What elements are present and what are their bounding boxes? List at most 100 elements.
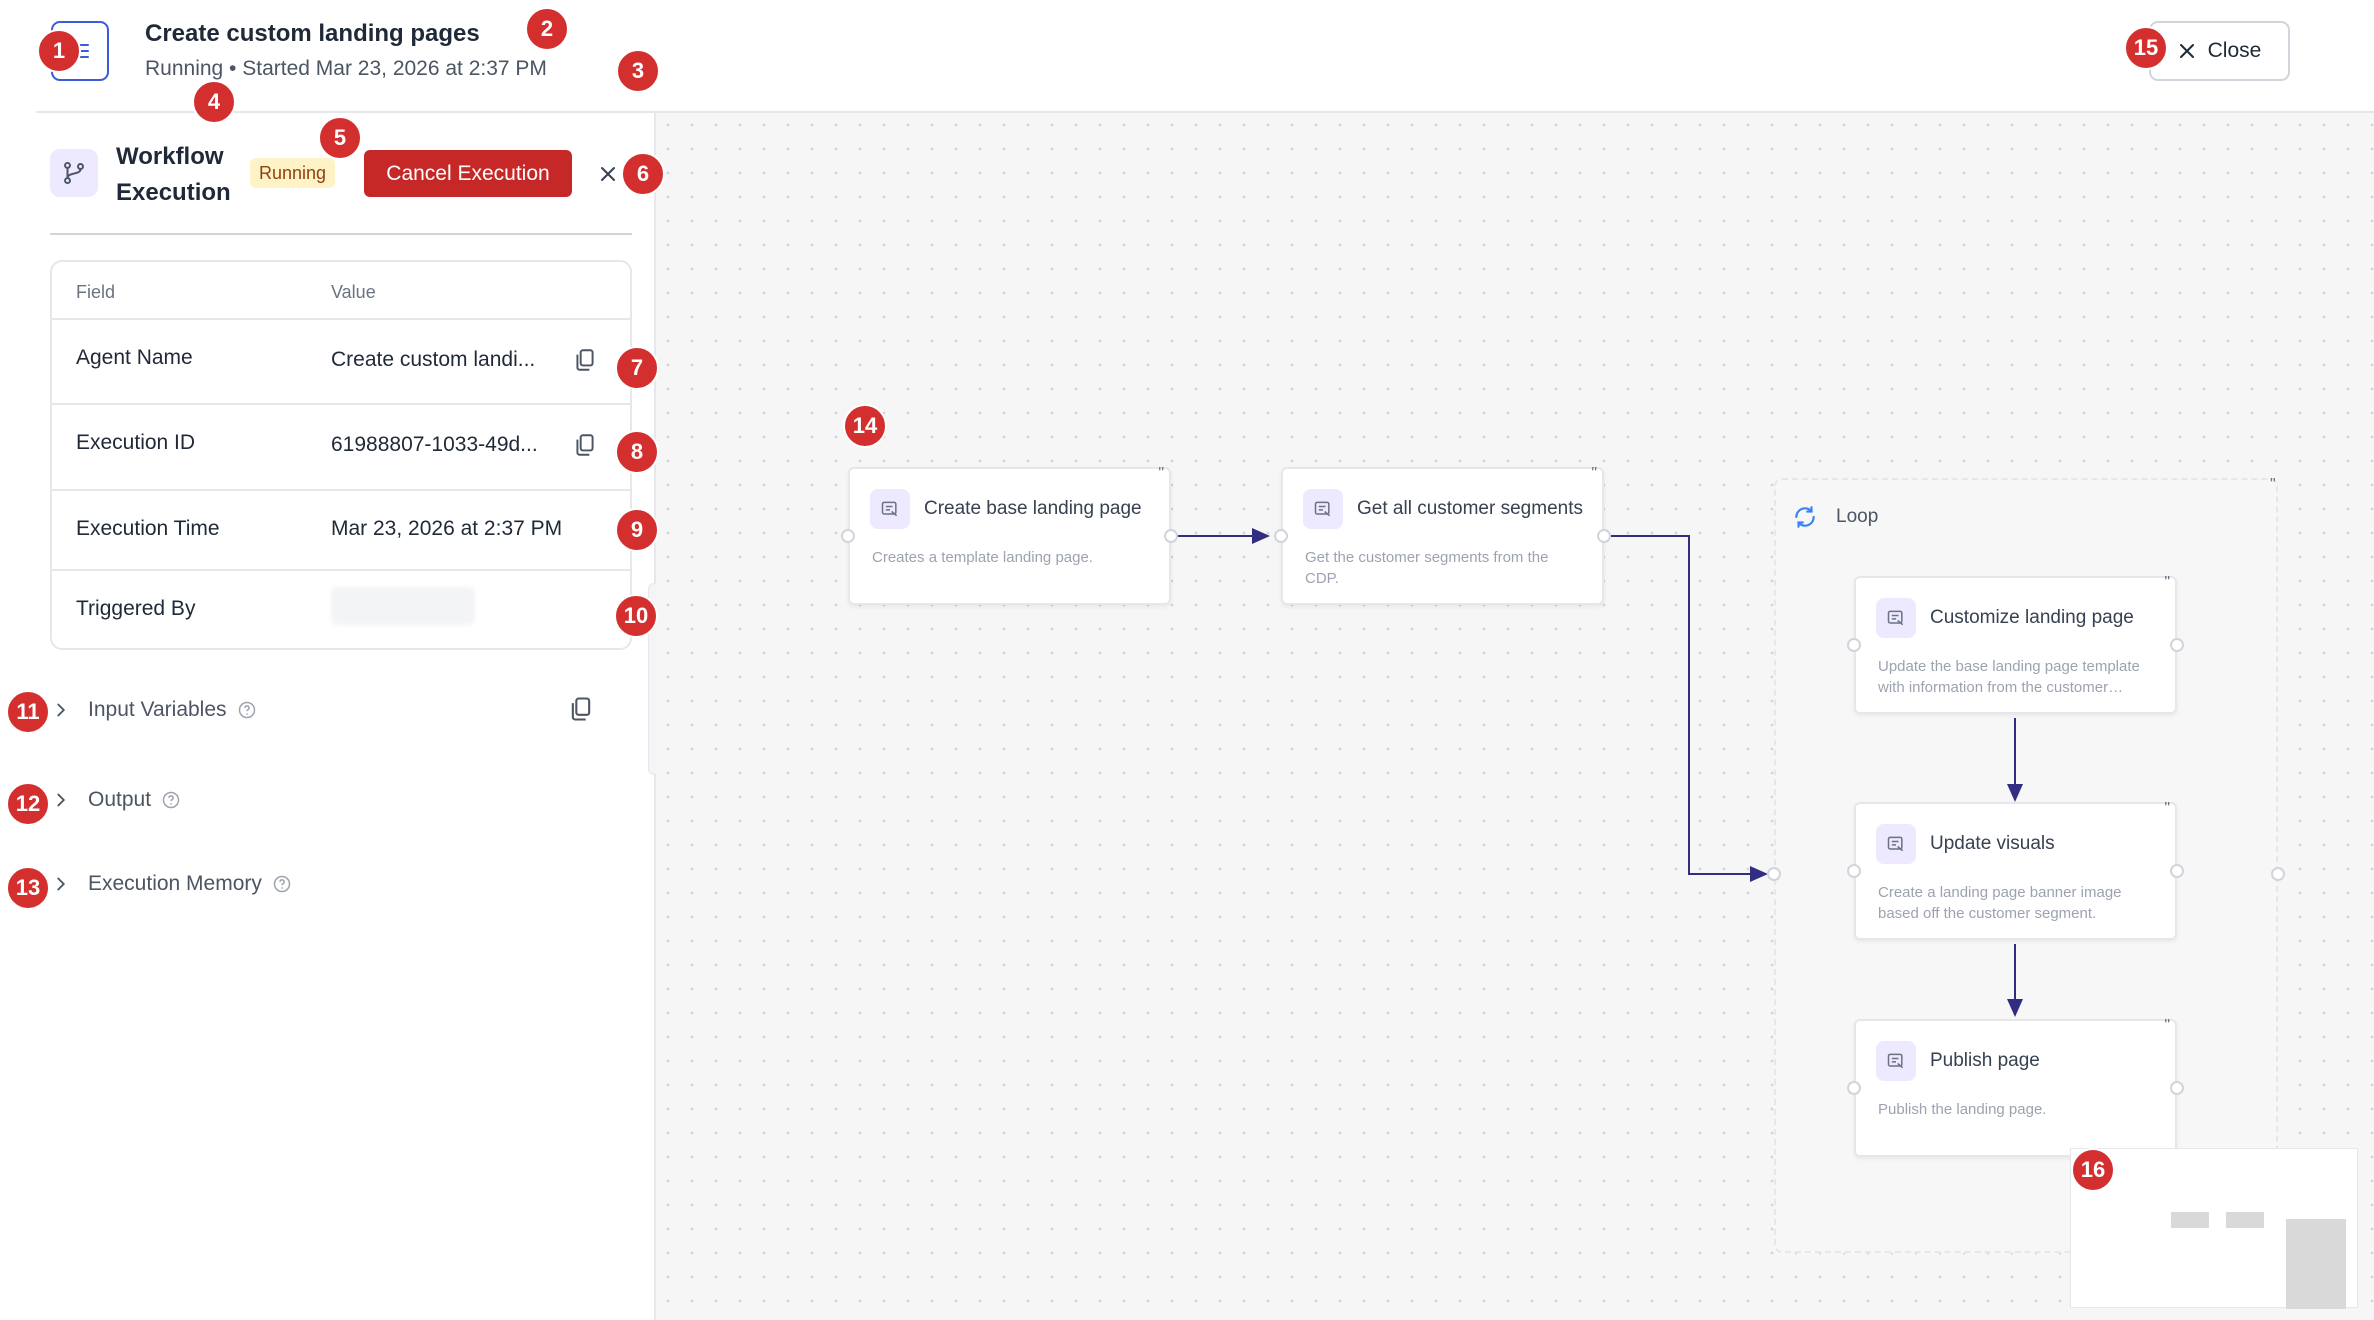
field-label: Execution Time [76,517,220,540]
annotation-badge: 7 [615,346,659,390]
task-icon [1876,1041,1916,1081]
agent-name-value: Create custom landi... [331,348,536,371]
node-input-port[interactable] [841,529,855,543]
node-title: Create base landing page [924,498,1142,519]
field-label: Triggered By [76,597,196,620]
workflow-icon [50,149,98,197]
close-icon [601,167,615,181]
execution-details-table: Field Value Agent Name Create custom lan… [50,260,632,650]
execution-panel: Workflow Execution Running Cancel Execut… [0,113,656,1320]
drag-handle[interactable]: " [2164,800,2171,817]
chevron-right-icon [57,793,66,807]
section-label: Output [88,788,152,811]
annotation-badge: 16 [2071,1148,2115,1192]
task-icon [1876,824,1916,864]
node-description: Creates a template landing page. [872,549,1093,566]
annotation-badge: 15 [2124,26,2168,70]
column-header-field: Field [76,282,116,302]
node-output-port[interactable] [1164,529,1178,543]
task-icon [1876,598,1916,638]
chevron-right-icon [57,703,66,717]
execution-time-value: Mar 23, 2026 at 2:37 PM [331,517,563,540]
node-title: Publish page [1930,1050,2040,1071]
section-output[interactable]: Output [50,780,181,820]
annotation-badge: 2 [525,7,569,51]
divider [50,233,632,235]
help-icon[interactable] [272,874,292,894]
node-description: Get the customer segments from the CDP. [1305,549,1549,587]
table-row: Execution ID 61988807-1033-49d... [52,405,630,491]
drag-handle[interactable]: " [2270,476,2276,493]
table-row: Execution Time Mar 23, 2026 at 2:37 PM [52,491,630,571]
copy-icon[interactable] [572,347,598,373]
run-status-line: Running • Started Mar 23, 2026 at 2:37 P… [145,57,547,80]
node-output-port[interactable] [2170,864,2184,878]
table-row: Agent Name Create custom landi... [52,320,630,405]
node-input-port[interactable] [1847,864,1861,878]
loop-output-port[interactable] [2271,867,2285,881]
cancel-execution-button[interactable]: Cancel Execution [364,150,572,197]
copy-icon[interactable] [567,695,595,723]
field-label: Execution ID [76,431,196,454]
help-icon[interactable] [237,700,257,720]
execution-id-value: 61988807-1033-49d... [331,433,538,456]
canvas-minimap[interactable] [2070,1148,2358,1309]
help-icon[interactable] [161,790,181,810]
section-execution-memory[interactable]: Execution Memory [50,864,292,904]
annotation-badge: 3 [616,49,660,93]
section-label: Input Variables [88,698,227,721]
workflow-canvas[interactable]: Loop " Create base landing page Creates … [656,113,2374,1320]
node-output-port[interactable] [2170,1081,2184,1095]
annotation-badge: 11 [6,690,50,734]
page-title: Create custom landing pages [145,20,480,47]
annotation-badge: 8 [615,430,659,474]
node-title: Get all customer segments [1357,498,1583,519]
annotation-badge: 5 [318,116,362,160]
annotation-badge: 14 [843,404,887,448]
annotation-badge: 9 [615,508,659,552]
header-bar [36,0,2374,113]
annotation-badge: 12 [6,782,50,826]
close-button[interactable]: Close [2149,21,2290,81]
triggered-by-redacted-value [331,587,475,625]
workflow-edges [1176,528,2023,1017]
drag-handle[interactable]: " [2164,574,2171,591]
minimap-node [2171,1212,2209,1228]
node-input-port[interactable] [1847,1081,1861,1095]
drag-handle[interactable]: " [2164,1017,2171,1034]
node-get-all-customer-segments[interactable]: Get all customer segments Get the custom… [1281,465,1604,605]
loop-icon [1795,506,1815,528]
drag-handle[interactable]: " [1591,465,1598,482]
status-badge: Running [250,158,336,188]
node-publish-page[interactable]: Publish page Publish the landing page. " [1854,1017,2177,1157]
table-header: Field Value [52,262,630,320]
node-output-port[interactable] [1597,529,1611,543]
node-description: Update the base landing page template wi… [1878,658,2140,696]
node-input-port[interactable] [1847,638,1861,652]
node-update-visuals[interactable]: Update visuals Create a landing page ban… [1854,800,2177,940]
panel-close-button[interactable] [595,161,621,187]
close-button-label: Close [2207,39,2262,62]
node-description: Create a landing page banner image based… [1878,884,2122,922]
panel-title: Workflow Execution [116,143,231,206]
loop-label: Loop [1836,506,1879,527]
column-header-value: Value [331,282,376,302]
loop-input-port[interactable] [1767,867,1781,881]
node-input-port[interactable] [1274,529,1288,543]
table-row: Triggered By [52,571,630,648]
annotation-badge: 6 [621,152,665,196]
copy-icon[interactable] [572,432,598,458]
node-create-base-landing-page[interactable]: Create base landing page Creates a templ… [848,465,1171,605]
chevron-right-icon [57,877,66,891]
task-icon [870,489,910,529]
section-label: Execution Memory [88,872,262,895]
node-title: Update visuals [1930,833,2055,854]
node-output-port[interactable] [2170,638,2184,652]
annotation-badge: 10 [614,594,658,638]
node-customize-landing-page[interactable]: Customize landing page Update the base l… [1854,574,2177,714]
annotation-badge: 4 [192,80,236,124]
section-input-variables[interactable]: Input Variables [50,690,257,730]
edge [1607,535,1768,882]
drag-handle[interactable]: " [1158,465,1165,482]
